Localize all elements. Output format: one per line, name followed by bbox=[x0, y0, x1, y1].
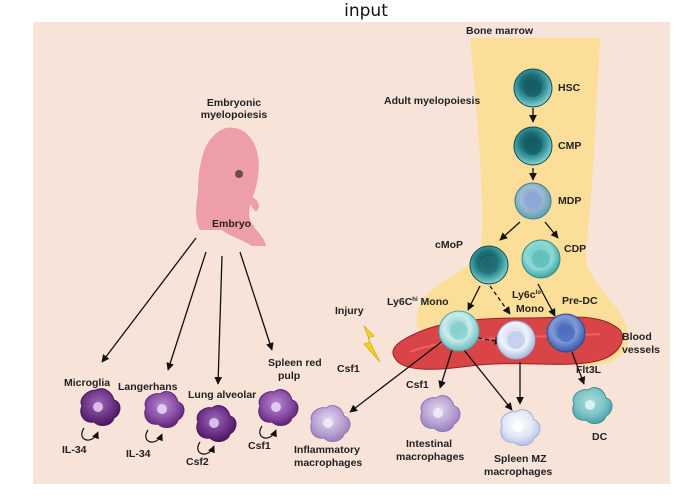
intestinal-macrophages-label-line2: macrophages bbox=[396, 451, 464, 463]
ly6clo-mono-label-line2: Mono bbox=[516, 303, 544, 315]
hsc-label: HSC bbox=[558, 82, 581, 94]
lightning-bolt-icon bbox=[363, 325, 381, 363]
il34-microglia-label: IL-34 bbox=[62, 444, 87, 456]
lung-alveolar-cell-icon bbox=[196, 405, 237, 442]
cmop-cell-icon bbox=[469, 245, 509, 285]
langerhans-cell-icon bbox=[144, 391, 185, 428]
embryo-label: Embryo bbox=[212, 218, 251, 230]
cmp-label: CMP bbox=[558, 140, 581, 152]
bone-marrow-label: Bone marrow bbox=[466, 25, 534, 37]
embryonic-arrows bbox=[101, 237, 274, 385]
intestinal-macrophage-icon bbox=[420, 395, 461, 432]
il34-langerhans-label: IL-34 bbox=[126, 448, 151, 460]
csf1-spleen-label: Csf1 bbox=[248, 440, 271, 452]
mdp-cell-icon bbox=[514, 182, 552, 220]
mdp-label: MDP bbox=[558, 195, 581, 207]
lineage-arrows bbox=[349, 108, 586, 413]
inflammatory-macrophages-label-line2: macrophages bbox=[294, 457, 362, 469]
embryonic-myelopoiesis-line1: Embryonic bbox=[207, 97, 261, 109]
blood-vessels-label-line1: Blood bbox=[622, 331, 652, 343]
inflammatory-macrophages-label-line1: Inflammatory bbox=[294, 444, 360, 456]
dashed-arrows bbox=[477, 285, 511, 345]
spleen-mz-macrophages-label-line2: macrophages bbox=[484, 466, 552, 478]
spleen-red-pulp-cell-icon bbox=[258, 389, 299, 426]
flt3l-label: Flt3L bbox=[576, 364, 602, 376]
microglia-cell-icon bbox=[80, 388, 121, 426]
spleen-red-pulp-label-line2: pulp bbox=[278, 370, 300, 382]
cdp-label: CDP bbox=[564, 243, 586, 255]
cdp-cell-icon bbox=[521, 239, 561, 279]
dc-cell-icon bbox=[572, 387, 613, 424]
pre-dc-label: Pre-DC bbox=[562, 295, 598, 307]
pre-dc-cell-icon bbox=[546, 313, 586, 353]
header-text: input bbox=[344, 1, 388, 21]
langerhans-label: Langerhans bbox=[118, 381, 178, 393]
ly6chi-mono-label: Ly6Chi Mono bbox=[387, 296, 449, 308]
spleen-mz-macrophages-label-line1: Spleen MZ bbox=[494, 453, 547, 465]
dc-label: DC bbox=[592, 431, 608, 443]
embryo-icon bbox=[196, 127, 266, 246]
embryonic-myelopoiesis-line2: myelopoiesis bbox=[201, 109, 268, 121]
ly6clo-mono-label: Ly6clo bbox=[512, 289, 541, 301]
ly6chi-mono-cell-icon bbox=[438, 310, 480, 352]
cmp-cell-icon bbox=[513, 126, 553, 166]
self-renewal-arrows bbox=[81, 425, 277, 455]
intestinal-macrophages-label-line1: Intestinal bbox=[406, 438, 452, 450]
adult-myelopoiesis-label: Adult myelopoiesis bbox=[384, 95, 480, 107]
injury-label: Injury bbox=[335, 305, 364, 317]
ly6clo-mono-cell-icon bbox=[496, 320, 536, 360]
csf1-injury-label: Csf1 bbox=[337, 363, 360, 375]
microglia-label: Microglia bbox=[64, 377, 110, 389]
blood-vessels-label-line2: vessels bbox=[622, 344, 660, 356]
hsc-cell-icon bbox=[513, 68, 553, 108]
spleen-mz-macrophage-icon bbox=[500, 409, 541, 446]
inflammatory-macrophage-icon bbox=[310, 405, 351, 442]
csf1-mono-label: Csf1 bbox=[406, 379, 429, 391]
cmop-label: cMoP bbox=[435, 239, 463, 251]
lung-alveolar-label: Lung alveolar bbox=[188, 389, 256, 401]
spleen-red-pulp-label-line1: Spleen red bbox=[268, 357, 322, 369]
csf2-label: Csf2 bbox=[186, 456, 209, 468]
